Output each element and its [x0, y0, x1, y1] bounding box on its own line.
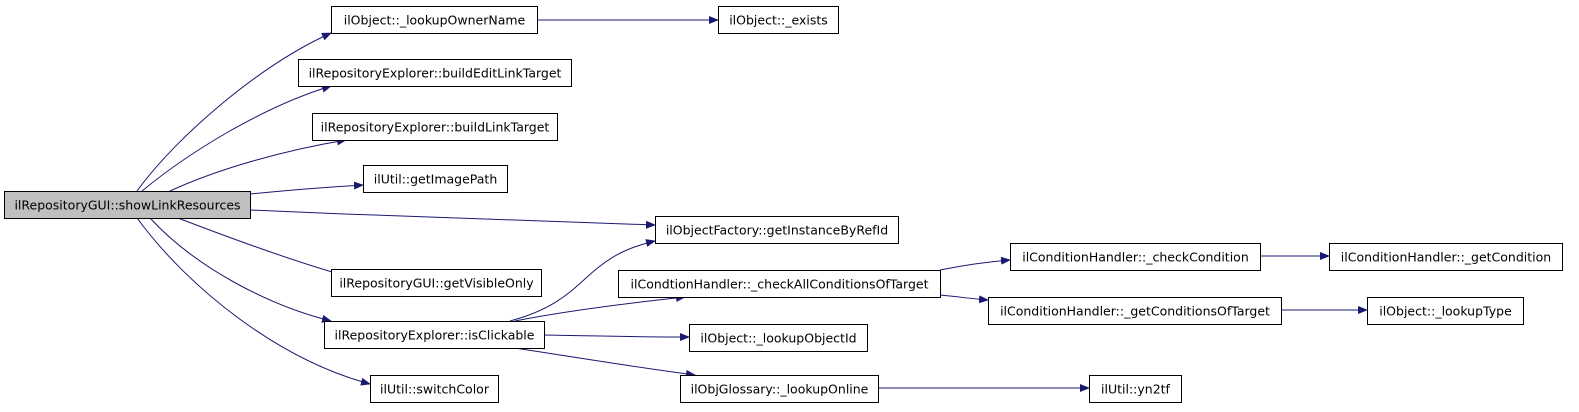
graph-node[interactable]: ilRepositoryExplorer::isClickable [324, 321, 545, 349]
node-box [312, 113, 558, 141]
node-label: ilUtil::yn2tf [1101, 382, 1171, 397]
edge-n8-n6 [509, 239, 656, 322]
node-label: ilUtil::getImagePath [374, 172, 498, 187]
node-label: ilObjGlossary::_lookupOnline [691, 382, 869, 397]
node-label: ilObject::_exists [729, 13, 828, 28]
node-box [1367, 297, 1524, 325]
node-label: ilConditionHandler::_checkCondition [1022, 250, 1249, 265]
graph-node[interactable]: ilRepositoryExplorer::buildLinkTarget [312, 113, 558, 141]
graph-node[interactable]: ilObject::_lookupOwnerName [331, 6, 538, 34]
graph-node[interactable]: ilObject::_lookupType [1367, 297, 1524, 325]
node-box [689, 324, 868, 352]
node-label: ilRepositoryGUI::showLinkResources [14, 198, 240, 213]
node-label: ilObject::_lookupType [1379, 304, 1512, 319]
node-box [370, 375, 499, 403]
graph-node[interactable]: ilCondtionHandler::_checkAllConditionsOf… [618, 270, 941, 298]
edge-n9-n10 [939, 256, 1011, 271]
node-label: ilObject::_lookupOwnerName [344, 13, 526, 28]
graph-node[interactable]: ilObject::_lookupObjectId [689, 324, 868, 352]
graph-node[interactable]: ilRepositoryGUI::getVisibleOnly [331, 269, 542, 297]
edge-root-n4 [169, 137, 347, 192]
node-box [680, 375, 879, 403]
graph-node[interactable]: ilConditionHandler::_checkCondition [1010, 243, 1261, 271]
graph-node[interactable]: ilUtil::switchColor [370, 375, 499, 403]
node-label: ilConditionHandler::_getCondition [1341, 250, 1551, 265]
node-label: ilRepositoryExplorer::buildLinkTarget [321, 120, 550, 135]
graph-node[interactable]: ilUtil::yn2tf [1089, 375, 1182, 403]
edge-root-n6 [249, 209, 656, 229]
node-label: ilCondtionHandler::_checkAllConditionsOf… [631, 277, 929, 292]
node-label: ilRepositoryExplorer::buildEditLinkTarge… [309, 66, 562, 81]
node-box [988, 297, 1282, 325]
node-label: ilRepositoryGUI::getVisibleOnly [339, 276, 534, 291]
node-box [298, 59, 572, 87]
graph-node[interactable]: ilObjGlossary::_lookupOnline [680, 375, 879, 403]
nodes-layer: ilRepositoryGUI::showLinkResourcesilObje… [4, 6, 1563, 403]
node-box [618, 270, 941, 298]
graph-node[interactable]: ilObject::_exists [718, 6, 839, 34]
node-label: ilObject::_lookupObjectId [700, 331, 856, 346]
node-box [718, 6, 839, 34]
edge-root-n3 [141, 84, 332, 192]
graph-node[interactable]: ilRepositoryExplorer::buildEditLinkTarge… [298, 59, 572, 87]
graph-node[interactable]: ilObjectFactory::getInstanceByRefId [655, 216, 899, 244]
node-box [331, 6, 538, 34]
node-box [331, 269, 542, 297]
edge-n8-n14 [543, 332, 690, 341]
edge-root-n8 [149, 217, 332, 323]
root-node[interactable]: ilRepositoryGUI::showLinkResources [4, 191, 251, 219]
edge-root-n5 [249, 181, 364, 195]
graph-node[interactable]: ilConditionHandler::_getConditionsOfTarg… [988, 297, 1282, 325]
edge-n8-n15 [514, 347, 696, 378]
node-label: ilUtil::switchColor [380, 382, 490, 397]
graph-node[interactable]: ilUtil::getImagePath [363, 165, 508, 193]
node-label: ilRepositoryExplorer::isClickable [335, 328, 535, 343]
edge-n8-n9 [514, 293, 686, 322]
node-box [1089, 375, 1182, 403]
node-label: ilConditionHandler::_getConditionsOfTarg… [1000, 304, 1270, 319]
edge-n9-n12 [939, 294, 989, 304]
node-box [363, 165, 508, 193]
node-box [324, 321, 545, 349]
edges-layer [136, 16, 1368, 392]
node-box [1010, 243, 1261, 271]
node-box [4, 191, 251, 219]
graph-node[interactable]: ilConditionHandler::_getCondition [1329, 243, 1563, 271]
edge-root-n17 [136, 217, 371, 386]
edge-root-n1 [136, 32, 332, 192]
node-box [1329, 243, 1563, 271]
node-label: ilObjectFactory::getInstanceByRefId [666, 223, 888, 238]
node-box [655, 216, 899, 244]
edge-root-n7 [177, 217, 347, 278]
